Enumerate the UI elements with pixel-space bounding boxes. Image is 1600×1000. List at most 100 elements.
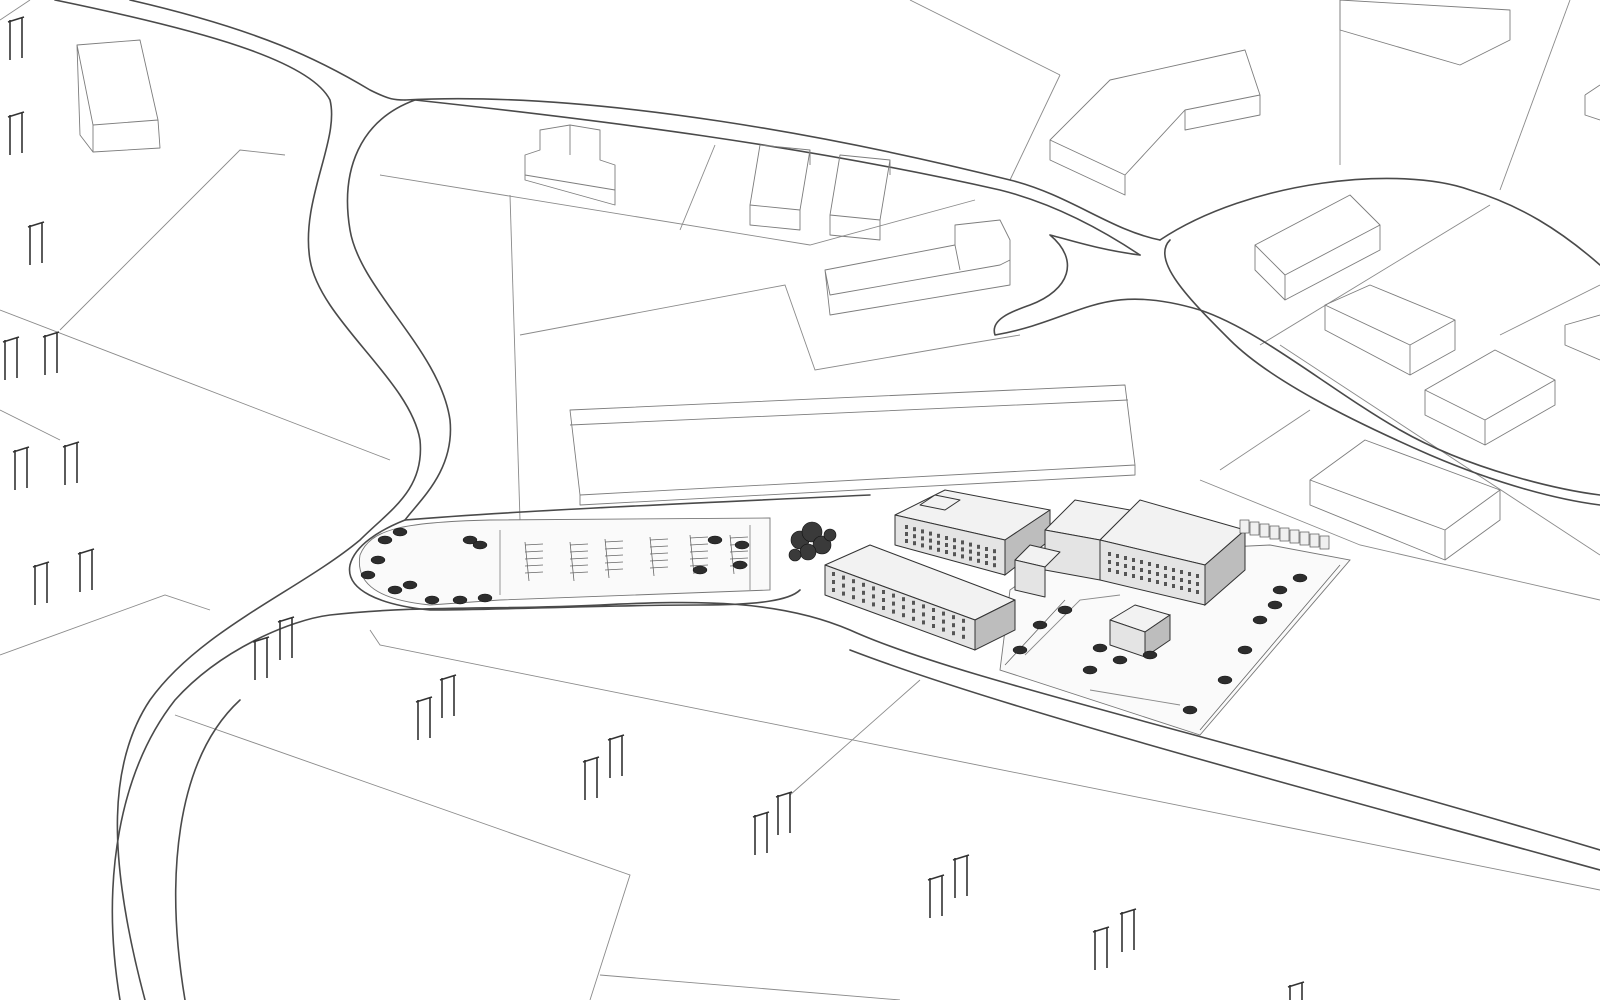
parking-stripe <box>569 550 589 553</box>
wireframe-building <box>829 154 891 241</box>
window <box>1148 570 1151 574</box>
window <box>969 549 972 554</box>
vehicle <box>1082 665 1098 675</box>
vehicle <box>732 560 748 570</box>
parking-stripe <box>649 559 669 562</box>
window <box>993 549 996 554</box>
vehicle <box>1012 645 1028 655</box>
window <box>929 538 932 543</box>
parcel-line <box>174 714 631 1000</box>
wireframe-building <box>1254 194 1381 301</box>
window <box>902 605 905 610</box>
window <box>1164 574 1167 578</box>
vehicle <box>1182 705 1198 715</box>
parking-lot <box>999 544 1351 736</box>
parking-stripe <box>729 534 735 575</box>
parcel-line <box>1499 284 1600 336</box>
window <box>832 580 835 584</box>
window <box>993 556 996 561</box>
window <box>1196 590 1199 594</box>
parcel-line <box>379 174 976 246</box>
parcel-line <box>1499 0 1571 191</box>
vehicle <box>477 593 493 603</box>
rendered-building <box>1014 544 1061 598</box>
window <box>922 620 925 625</box>
window <box>862 598 865 603</box>
parcel-line <box>1259 204 1491 346</box>
window <box>1140 568 1143 572</box>
window <box>1188 572 1191 576</box>
window <box>937 547 940 552</box>
pylon <box>439 674 457 718</box>
parcel-line <box>679 144 716 231</box>
window <box>921 536 924 541</box>
parcel-line <box>0 309 391 461</box>
window <box>862 582 865 587</box>
window <box>842 583 845 588</box>
window <box>985 547 988 551</box>
cabin-row <box>1239 519 1330 550</box>
vehicle <box>1057 605 1073 615</box>
window <box>1124 564 1127 568</box>
window <box>929 545 932 550</box>
window <box>872 602 875 607</box>
cabin <box>1259 523 1270 538</box>
road-north-edge-outer <box>404 97 1161 241</box>
parking-stripe <box>524 550 544 553</box>
vehicle <box>1272 585 1288 595</box>
window <box>1140 560 1143 564</box>
rendered-building <box>894 489 1051 577</box>
vehicle <box>377 535 393 545</box>
window <box>1196 574 1199 578</box>
tree-cluster <box>788 521 837 562</box>
parking-stripe <box>729 550 749 553</box>
window <box>977 551 980 556</box>
window <box>952 623 955 628</box>
window <box>912 600 915 605</box>
window <box>1188 588 1191 592</box>
pylon <box>77 548 95 592</box>
window <box>932 624 935 628</box>
pylon <box>27 221 45 265</box>
window <box>1148 562 1151 566</box>
parking-stripe <box>524 557 544 560</box>
window <box>852 595 855 600</box>
window <box>913 527 916 532</box>
window <box>905 532 908 536</box>
wireframe-building <box>524 124 616 206</box>
window <box>985 554 988 558</box>
window <box>882 590 885 594</box>
window <box>913 534 916 539</box>
vehicle <box>402 580 418 590</box>
road-south-west-edge <box>175 699 241 1000</box>
window <box>929 531 932 536</box>
road-edge-west-inner <box>346 99 452 521</box>
road-edge-top <box>129 0 406 101</box>
window <box>913 541 916 546</box>
parking-stripe <box>569 557 589 560</box>
window <box>912 608 915 613</box>
window <box>1172 576 1175 580</box>
window <box>942 611 945 616</box>
parcel-line <box>909 0 1061 76</box>
window <box>937 533 940 538</box>
wireframe-building <box>824 219 1011 316</box>
window <box>832 572 835 576</box>
cabin <box>1299 531 1310 546</box>
pylon <box>1092 926 1110 970</box>
road-loop-edge <box>993 234 1600 496</box>
parking-stripe <box>604 538 610 579</box>
pylon <box>42 331 60 375</box>
wireframe-building <box>1339 0 1511 66</box>
window-grid <box>1108 552 1199 594</box>
window <box>905 539 908 543</box>
cabin <box>1309 533 1320 548</box>
window-grid <box>905 525 996 568</box>
window <box>921 529 924 534</box>
window <box>937 540 940 545</box>
window <box>1116 570 1119 574</box>
window <box>1148 578 1151 582</box>
vehicle <box>1092 643 1108 653</box>
